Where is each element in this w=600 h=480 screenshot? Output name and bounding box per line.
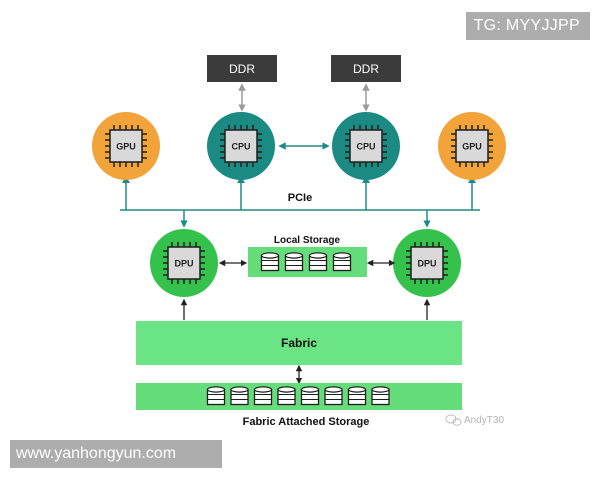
top-right-watermark: TG: MYYJJPP	[465, 12, 590, 40]
pcie-bus	[120, 180, 480, 228]
processor-chip-icon	[105, 125, 147, 167]
fabric-storage-label: Fabric Attached Storage	[243, 416, 370, 428]
fabric-block	[136, 321, 462, 365]
disk-stack-icon-fabric	[371, 386, 390, 406]
author-watermark: AndyT30	[445, 414, 504, 426]
disk-stack-icon-fabric	[277, 386, 296, 406]
disk-stack-icon-fabric	[300, 386, 320, 406]
disk-stack-icon-fabric	[253, 386, 273, 406]
disk-stack-icon-local	[260, 252, 280, 272]
processor-chip-icon	[163, 242, 205, 284]
ddr-left-box: DDR	[207, 55, 277, 82]
disk-stack-icon-fabric	[324, 386, 343, 406]
disk-stack-icon-local	[332, 252, 352, 272]
gpu-right-node: GPU	[438, 112, 506, 180]
fabric-storage-bar	[136, 383, 462, 410]
gpu-left-node-label: GPU	[116, 142, 136, 152]
fabric-label: Fabric	[281, 336, 317, 350]
processor-chip-icon	[345, 125, 387, 167]
pcie-label: PCIe	[288, 192, 312, 204]
ddr-left-label: DDR	[229, 62, 255, 76]
author-watermark-text: AndyT30	[464, 415, 504, 426]
ddr-right-label: DDR	[353, 62, 379, 76]
bottom-left-watermark: www.yanhongyun.com	[10, 440, 222, 468]
cpu-left-node-label: CPU	[231, 142, 250, 152]
dpu-left-node-label: DPU	[174, 259, 193, 269]
dpu-right-node-label: DPU	[417, 259, 436, 269]
gpu-right-node-label: GPU	[462, 142, 482, 152]
ddr-right-box: DDR	[331, 55, 401, 82]
cpu-left-node: CPU	[207, 112, 275, 180]
disk-stack-icon-local	[308, 252, 328, 272]
processor-chip-icon	[451, 125, 493, 167]
disk-stack-icon-fabric	[230, 386, 249, 406]
disk-stack-icon-fabric	[347, 386, 367, 406]
gpu-left-node: GPU	[92, 112, 160, 180]
dpu-right-node: DPU	[393, 229, 461, 297]
processor-chip-icon	[406, 242, 448, 284]
disk-stack-icon-local	[284, 252, 304, 272]
local-storage-label: Local Storage	[274, 235, 341, 246]
processor-chip-icon	[220, 125, 262, 167]
pcie-bus-arrowheads	[122, 176, 476, 183]
wechat-icon	[445, 414, 462, 426]
dpu-left-node: DPU	[150, 229, 218, 297]
disk-stack-icon-fabric	[206, 386, 226, 406]
cpu-right-node-label: CPU	[356, 142, 375, 152]
cpu-right-node: CPU	[332, 112, 400, 180]
